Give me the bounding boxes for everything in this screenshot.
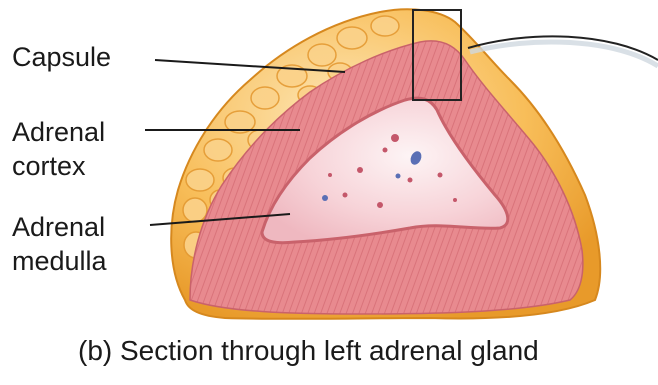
capsule-label: Capsule [12,40,111,74]
adrenal-medulla-label: Adrenal medulla [12,210,107,278]
adrenal-cortex-label: Adrenal cortex [12,115,105,183]
figure-caption: (b) Section through left adrenal gland [78,333,539,369]
